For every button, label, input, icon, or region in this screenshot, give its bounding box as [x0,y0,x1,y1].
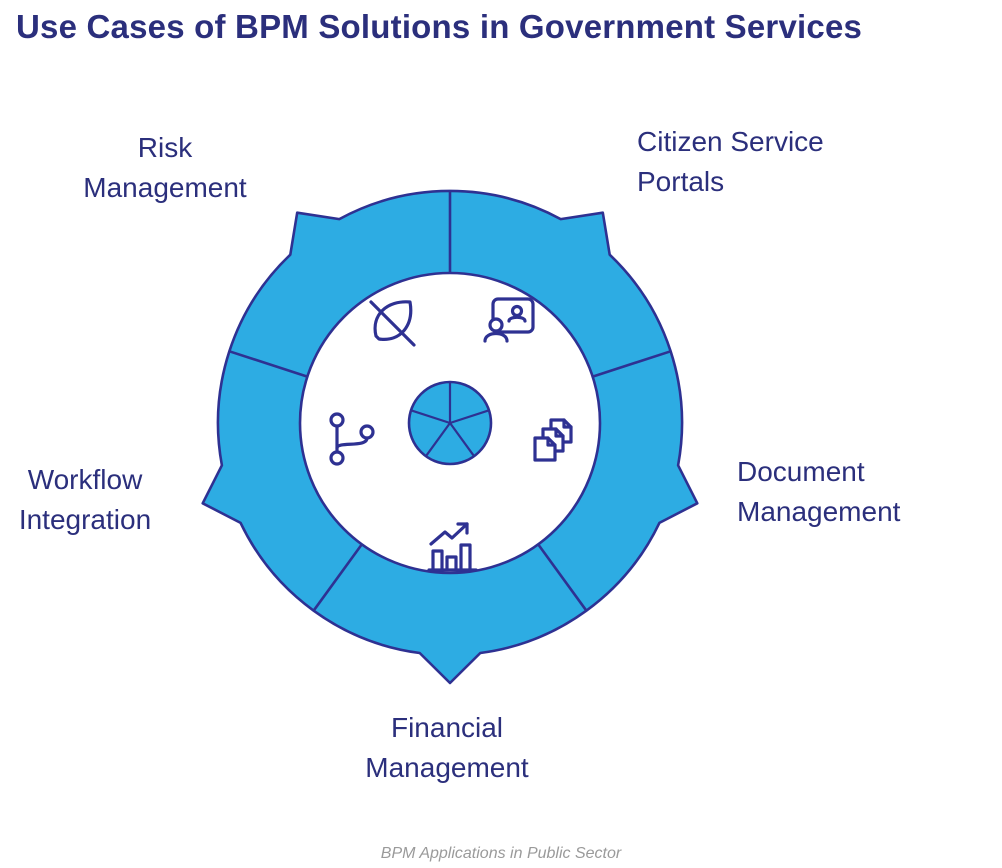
pie-spoke [449,409,490,425]
segment-divider [228,350,308,378]
id-badge-icon [483,297,535,343]
pie-spoke [425,422,451,457]
segment-divider [592,350,672,378]
pie-spoke [449,422,475,457]
segment-label-document-management: Document Management [737,456,901,527]
pie-spoke [410,409,451,425]
segment-label-citizen-service-portals: Citizen Service Portals [637,126,824,197]
cycle-ring-layer [201,189,699,685]
segment-divider [537,543,588,612]
documents-icon [533,418,573,462]
page-title: Use Cases of BPM Solutions in Government… [16,8,863,45]
segment-label-risk-management: Risk Management [83,132,247,203]
segment-label-financial-management: Financial Management [365,712,529,783]
segment-divider [312,543,363,612]
bar-chart-icon [427,522,478,572]
footer-caption: BPM Applications in Public Sector [380,845,622,862]
branch-icon [329,412,375,466]
segment-label-workflow-integration: Workflow Integration [18,464,152,535]
leaf-icon [369,300,416,347]
